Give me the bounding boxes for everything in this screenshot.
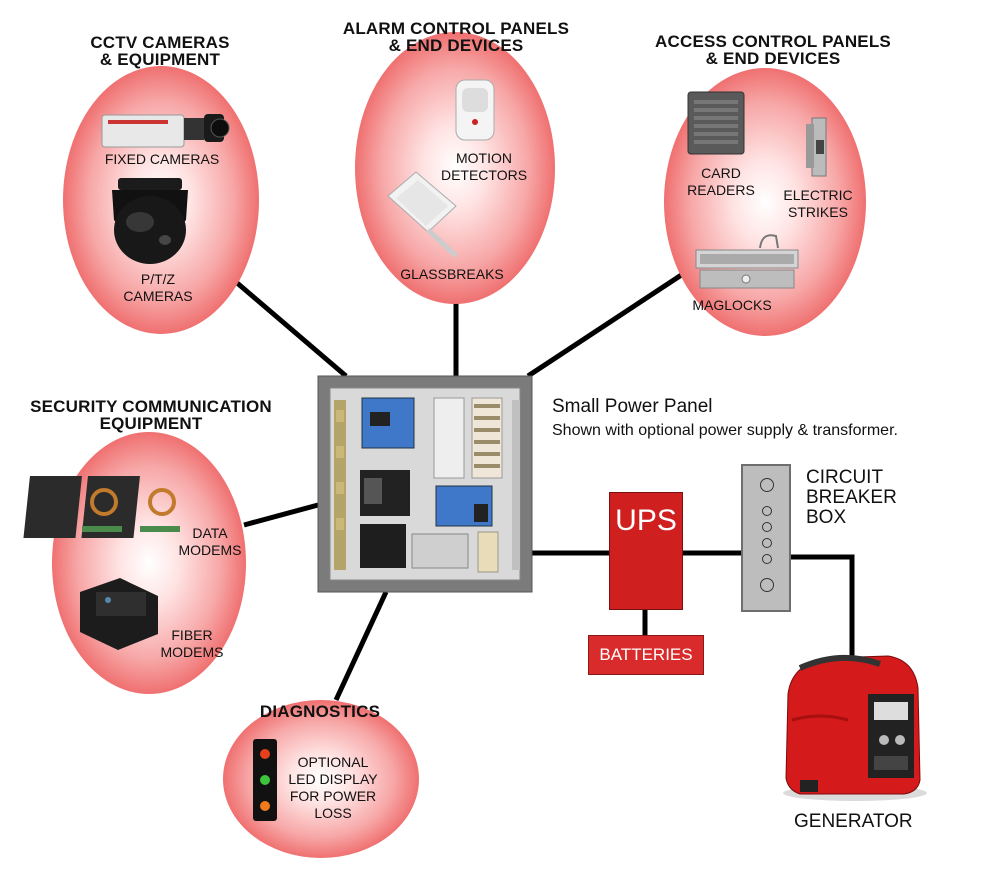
cctv-title: CCTV CAMERAS& EQUIPMENT bbox=[90, 33, 230, 69]
breaker-knob-top bbox=[760, 478, 774, 492]
led-display-icon bbox=[253, 739, 277, 821]
batteries-box: BATTERIES bbox=[588, 635, 704, 675]
panel-caption-subtitle: Shown with optional power supply & trans… bbox=[552, 422, 898, 439]
panel-caption-title: Small Power Panel bbox=[552, 396, 713, 417]
maglocks-label: MAGLOCKS bbox=[692, 297, 772, 313]
circuit-breaker-box bbox=[741, 464, 791, 612]
led-orange bbox=[260, 801, 270, 811]
led-green bbox=[260, 775, 270, 785]
alarm-title: ALARM CONTROL PANELS& END DEVICES bbox=[342, 19, 570, 55]
breaker-knob-bottom bbox=[760, 578, 774, 592]
alarm-oval bbox=[355, 32, 555, 304]
led-red bbox=[260, 749, 270, 759]
glassbreaks-label: GLASSBREAKS bbox=[400, 266, 504, 282]
breaker-switch-1 bbox=[762, 506, 772, 516]
breaker-switch-3 bbox=[762, 538, 772, 548]
breaker-switch-4 bbox=[762, 554, 772, 564]
diagnostics-title: DIAGNOSTICS bbox=[259, 702, 381, 721]
batteries-label: BATTERIES bbox=[599, 645, 693, 664]
ups-label: UPS bbox=[615, 504, 677, 537]
access-title: ACCESS CONTROL PANELS& END DEVICES bbox=[655, 32, 891, 68]
generator-label: GENERATOR bbox=[794, 811, 913, 832]
comm-oval bbox=[52, 432, 246, 694]
ups-box: UPS bbox=[609, 492, 683, 610]
fixed-cameras-label: FIXED CAMERAS bbox=[104, 151, 220, 167]
breaker-switch-2 bbox=[762, 522, 772, 532]
